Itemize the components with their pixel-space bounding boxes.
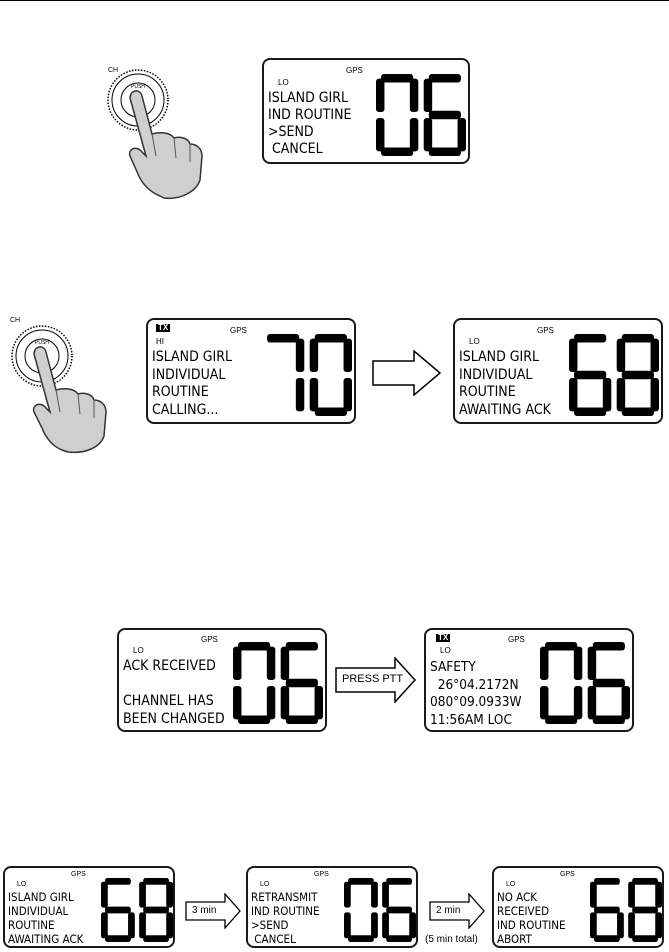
seven-segment-digit (423, 74, 466, 156)
lcd-line: AWAITING ACK (459, 401, 551, 418)
seven-segment-digit (540, 642, 583, 724)
lcd-line: INDIVIDUAL (8, 904, 69, 918)
arrow-label: 2 min (436, 905, 461, 916)
power-level: LO (17, 881, 27, 888)
gps-indicator: GPS (346, 66, 363, 75)
lcd-line: IND ROUTINE (497, 918, 566, 932)
lcd-line: ROUTINE (8, 918, 55, 932)
lcd-line: BEEN CHANGED (123, 710, 225, 727)
lcd-line: CHANNEL HAS (123, 693, 214, 709)
seven-segment-digit (309, 334, 352, 416)
lcd-line: ABORT (497, 932, 532, 946)
lcd-line: CANCEL (268, 141, 323, 157)
power-level: HI (156, 337, 164, 346)
seven-segment-digit (376, 74, 419, 156)
seven-segment-digit (280, 642, 323, 724)
seven-segment-digit (587, 642, 630, 724)
lcd-line: SAFETY (430, 659, 476, 675)
lcd-screen: TX GPS LO SAFETY 26°04.2172N 080°09.0933… (424, 628, 634, 732)
seven-segment-digit (233, 642, 276, 724)
power-level: LO (506, 881, 516, 888)
channel-number (569, 334, 659, 416)
lcd-line: INDIVIDUAL (459, 366, 533, 383)
lcd-screen: GPS LO ISLAND GIRL IND ROUTINE >SEND CAN… (262, 58, 470, 164)
lcd-line: ACK RECEIVED (123, 658, 216, 674)
channel-number (233, 642, 323, 724)
svg-text:CH: CH (10, 317, 20, 324)
lcd-line: >SEND (251, 918, 289, 932)
channel-number (344, 878, 416, 942)
seven-segment-digit (569, 334, 612, 416)
lcd-screen: GPS LO NO ACK RECEIVED IND ROUTINE ABORT (492, 866, 664, 948)
lcd-line (123, 676, 225, 694)
channel-number (267, 334, 352, 416)
tx-indicator: TX (436, 633, 451, 642)
arrow-label: 3 min (192, 905, 217, 916)
lcd-line: IND ROUTINE (251, 904, 320, 918)
lcd-line: >SEND (268, 124, 314, 140)
lcd-line: 11:56AM LOC (430, 711, 512, 728)
lcd-line: RETRANSMIT (251, 890, 318, 904)
lcd-line: ISLAND GIRL (152, 349, 233, 365)
push-knob-hand-icon: CH PUSH (10, 317, 107, 454)
seven-segment-digit (139, 878, 173, 942)
lcd-line: 26°04.2172N (430, 676, 519, 693)
svg-text:CH: CH (108, 67, 118, 74)
channel-number (540, 642, 630, 724)
channel-number (376, 74, 466, 156)
power-level: LO (278, 78, 289, 87)
lcd-screen: GPS LO RETRANSMIT IND ROUTINE >SEND CANC… (246, 866, 418, 948)
tx-indicator: TX (156, 323, 171, 332)
gps-indicator: GPS (314, 871, 329, 878)
svg-text:PUSH: PUSH (35, 340, 49, 346)
lcd-line: 080°09.0933W (430, 694, 522, 710)
arrow-label: PRESS PTT (342, 673, 404, 685)
power-level: LO (440, 646, 451, 655)
lcd-line: INDIVIDUAL (152, 366, 226, 383)
seven-segment-digit (382, 878, 416, 942)
gps-indicator: GPS (560, 871, 575, 878)
press-ptt-arrow: PRESS PTT (335, 657, 417, 703)
seven-segment-digit (616, 334, 659, 416)
channel-number (101, 878, 173, 942)
power-level: LO (260, 881, 270, 888)
timer-arrow: 3 min (185, 893, 241, 929)
lcd-line: ISLAND GIRL (459, 349, 540, 365)
lcd-screen: GPS LO ACK RECEIVED CHANNEL HAS BEEN CHA… (117, 628, 327, 732)
lcd-line: CANCEL (251, 932, 296, 946)
seven-segment-digit (590, 878, 624, 942)
seven-segment-digit (101, 878, 135, 942)
timer-arrow: 2 min (429, 893, 485, 929)
gps-indicator: GPS (201, 635, 218, 644)
gps-indicator: GPS (230, 326, 247, 335)
lcd-line: ISLAND GIRL (268, 90, 349, 106)
total-time-note: (5 min total) (425, 934, 478, 945)
gps-indicator: GPS (537, 326, 554, 335)
lcd-screen: GPS LO ISLAND GIRL INDIVIDUAL ROUTINE AW… (3, 866, 175, 948)
lcd-screen: TX GPS HI ISLAND GIRL INDIVIDUAL ROUTINE… (146, 318, 356, 424)
gps-indicator: GPS (508, 635, 525, 644)
lcd-line: NO ACK (497, 890, 538, 904)
seven-segment-digit (628, 878, 662, 942)
lcd-line: AWAITING ACK (8, 932, 84, 946)
svg-text:PUSH: PUSH (131, 84, 145, 90)
lcd-line: ROUTINE (459, 384, 516, 400)
seven-segment-digit (344, 878, 378, 942)
lcd-line: CALLING... (152, 401, 219, 418)
lcd-line: RECEIVED (497, 904, 550, 918)
gps-indicator: GPS (71, 871, 86, 878)
flow-arrow (372, 350, 442, 396)
top-rule (0, 0, 669, 1)
channel-number (590, 878, 662, 942)
lcd-line: ISLAND GIRL (8, 890, 74, 904)
lcd-line: ROUTINE (152, 384, 209, 400)
power-level: LO (469, 337, 480, 346)
seven-segment-digit (267, 334, 305, 412)
lcd-line: IND ROUTINE (268, 107, 352, 123)
power-level: LO (133, 646, 144, 655)
push-knob-hand-icon: CH PUSH (107, 67, 203, 200)
lcd-screen: GPS LO ISLAND GIRL INDIVIDUAL ROUTINE AW… (453, 318, 663, 424)
